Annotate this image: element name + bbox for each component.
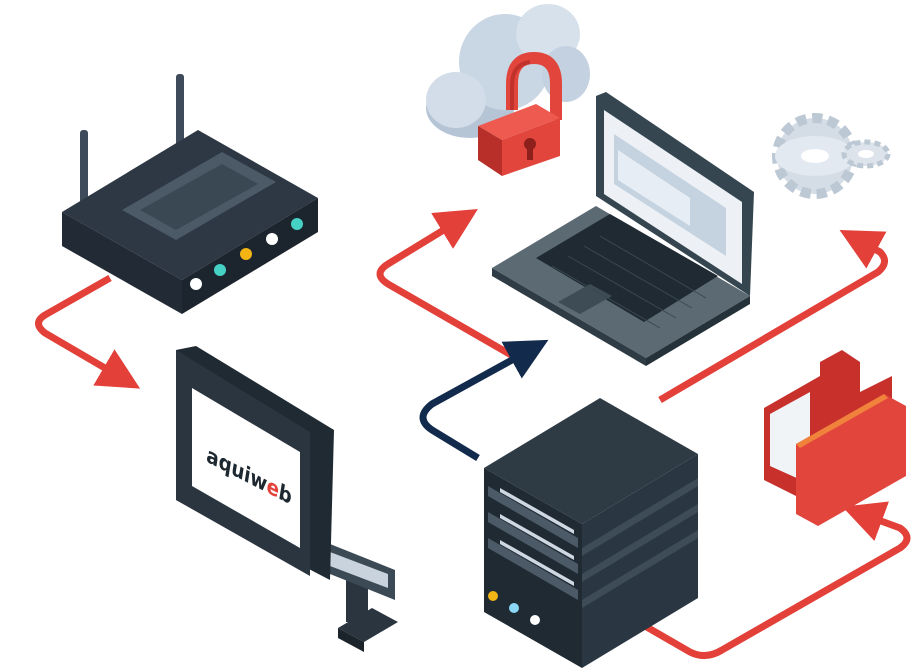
connection-arrows: [35, 209, 911, 659]
folder-icon: [764, 350, 906, 526]
arrow-router-to-monitor: [35, 274, 141, 389]
lock-icon: [478, 51, 562, 176]
logo-text-accent: e: [265, 473, 281, 503]
arrow-server-to-folder: [636, 501, 911, 659]
arrow-server-to-laptop: [419, 339, 549, 461]
router-icon: [62, 74, 318, 314]
arrow-server-to-cloud: [376, 209, 522, 364]
monitor-icon: [176, 346, 398, 652]
laptop-icon: [492, 92, 754, 366]
gears-icon: [772, 113, 891, 199]
cloud-icon: [426, 4, 590, 138]
server-icon: [484, 398, 698, 668]
arrow-server-to-gears: [658, 229, 888, 404]
laptop-keyboard: [551, 235, 707, 329]
logo-text-2: b: [277, 479, 294, 510]
